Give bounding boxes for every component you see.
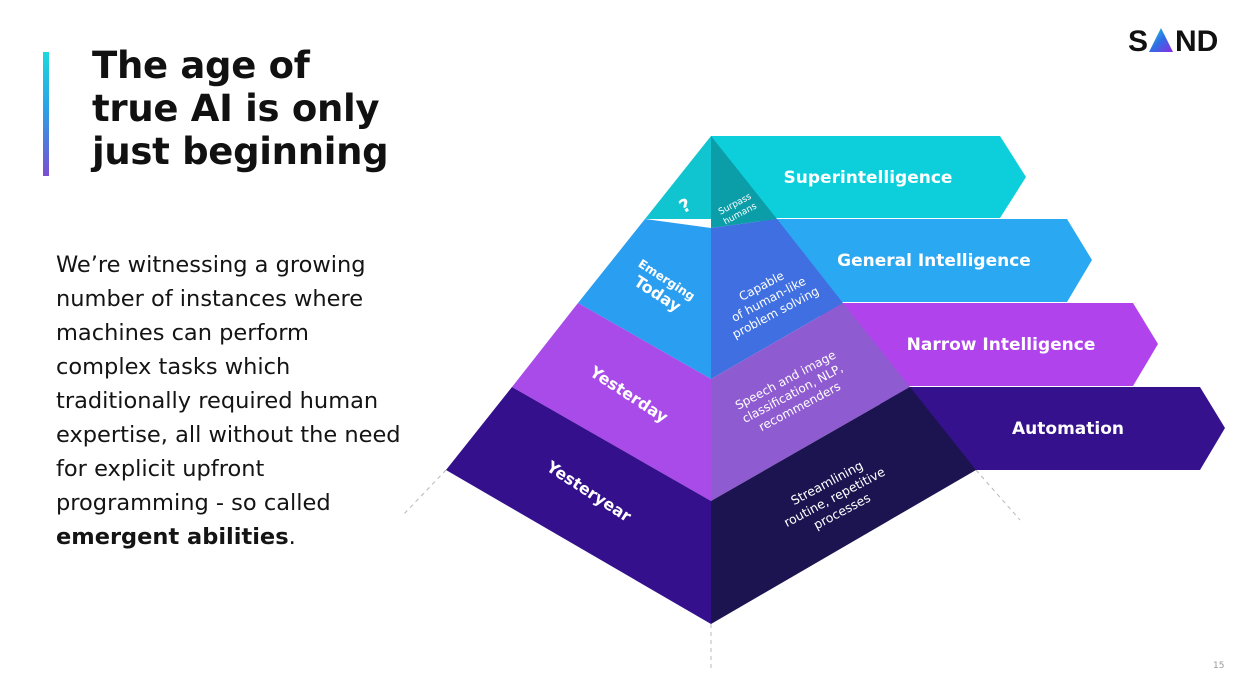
page-title: The age of true AI is only just beginnin…	[92, 44, 389, 173]
arrow-label-narrow-intelligence: Narrow Intelligence	[907, 335, 1096, 355]
guide-line-right	[975, 469, 1021, 521]
arrow-label-automation: Automation	[1012, 419, 1124, 439]
sand-logo: S ND	[1128, 25, 1218, 56]
body-text-emphasis: emergent abilities	[56, 524, 289, 550]
pyramid-level-2-right-face	[711, 219, 843, 379]
title-line-1: The age of	[92, 44, 310, 87]
pyramid-level-1-right-face	[711, 136, 777, 228]
title-line-3: just beginning	[92, 130, 389, 173]
body-paragraph: We’re witnessing a growing number of ins…	[56, 248, 406, 554]
arrow-label-general-intelligence: General Intelligence	[837, 251, 1031, 271]
pyramid-level-2-left-face	[578, 219, 711, 379]
logo-letter-s: S	[1128, 25, 1148, 56]
pyramid-level-4-left-face	[446, 387, 711, 624]
guide-line-left	[401, 469, 447, 517]
arrow-superintelligence	[711, 136, 1026, 218]
logo-triangle-icon	[1149, 28, 1173, 52]
arrow-narrow-intelligence	[820, 303, 1158, 386]
body-text-end: .	[288, 524, 296, 550]
title-accent-bar	[43, 52, 49, 176]
arrow-automation	[880, 387, 1225, 470]
title-line-2: true AI is only	[92, 87, 380, 130]
page-number: 15	[1213, 661, 1225, 671]
arrow-general-intelligence	[760, 219, 1092, 302]
arrow-label-superintelligence: Superintelligence	[784, 168, 953, 188]
body-text-main: We’re witnessing a growing number of ins…	[56, 252, 401, 516]
logo-letters-nd: ND	[1175, 25, 1218, 56]
pyramid-level-4-right-face	[711, 387, 976, 624]
pyramid-level-3-left-face	[512, 303, 711, 501]
pyramid-level-1-left-face	[645, 136, 711, 219]
pyramid-level-3-right-face	[711, 303, 910, 501]
